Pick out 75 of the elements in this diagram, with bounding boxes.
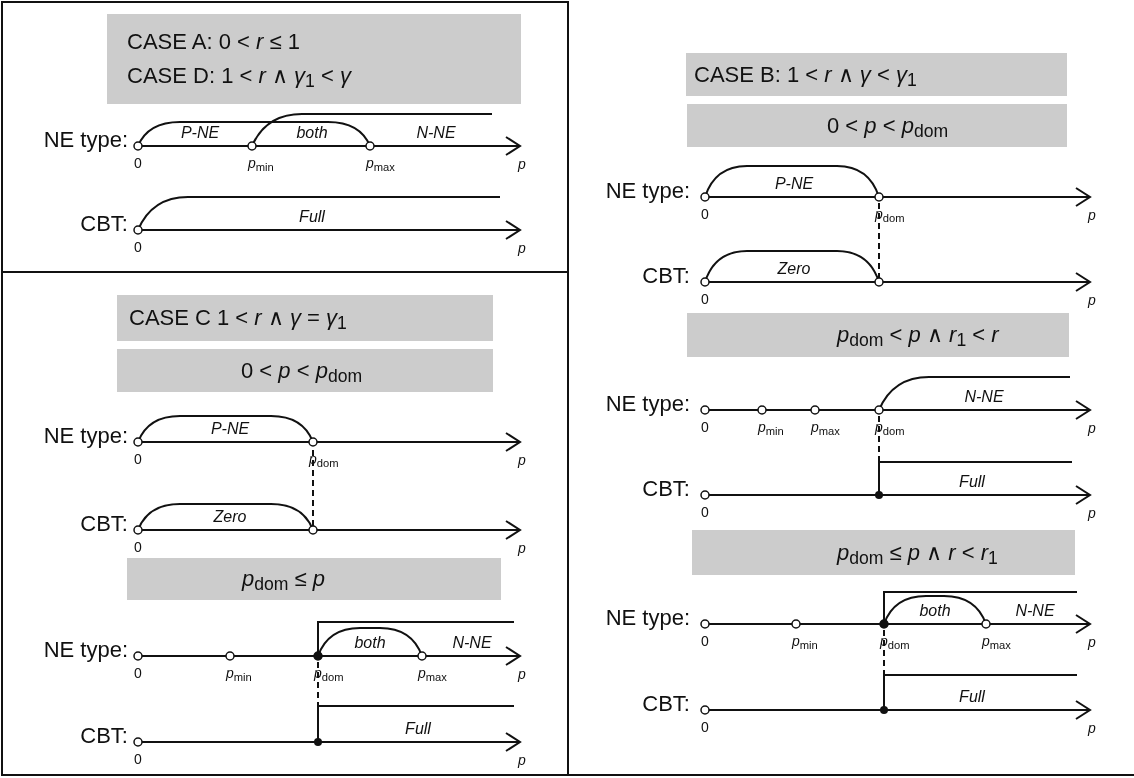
condition-text: p$_{dom}$ < p ∧ r$_{1}$ < r — [837, 321, 999, 352]
row-label: NE type: — [43, 639, 128, 661]
condition-band — [127, 558, 501, 600]
row-label: CBT: — [80, 513, 128, 535]
tick-label: p$_{min}$ — [792, 634, 818, 648]
region-label: Full — [299, 209, 325, 225]
row-label: CBT: — [80, 213, 128, 235]
tick-label: p$_{min}$ — [226, 666, 252, 680]
row-label: CBT: — [642, 693, 690, 715]
condition-band — [687, 313, 1069, 357]
axis-label: p — [1088, 506, 1096, 520]
condition-band — [687, 104, 1067, 147]
region-label: Zero — [777, 261, 811, 277]
condition-text: CASE C 1 < r ∧ γ = γ$_{1}$ — [129, 304, 347, 335]
condition-text: CASE A: 0 < r ≤ 1 — [127, 28, 300, 56]
region-label: both — [354, 635, 386, 651]
row-label: CBT: — [642, 265, 690, 287]
axis-label: p — [1088, 208, 1096, 222]
region-label: N-NE — [964, 389, 1004, 405]
region-label: N-NE — [1015, 603, 1055, 619]
region-label: P-NE — [210, 421, 250, 437]
axis-label: p — [1088, 421, 1096, 435]
axis-label: p — [1088, 635, 1096, 649]
condition-text: p$_{dom}$ ≤ p — [242, 565, 326, 596]
axis-label: p — [518, 541, 526, 555]
tick-label: 0 — [701, 207, 709, 221]
condition-band — [692, 530, 1075, 575]
tick-label: 0 — [134, 752, 142, 766]
condition-band — [686, 53, 1067, 96]
region-label: N-NE — [452, 635, 492, 651]
condition-band — [117, 349, 493, 392]
tick-label: 0 — [134, 452, 142, 466]
tick-label: 0 — [134, 240, 142, 254]
axis-label: p — [518, 753, 526, 767]
tick-label: p$_{min}$ — [248, 156, 274, 170]
region-label: N-NE — [416, 125, 456, 141]
tick-label: 0 — [701, 505, 709, 519]
condition-text: p$_{dom}$ ≤ p ∧ r < r$_{1}$ — [837, 538, 998, 570]
axis-label: p — [518, 453, 526, 467]
region-label: P-NE — [774, 176, 814, 192]
axis-label: p — [518, 157, 526, 171]
condition-text: CASE B: 1 < r ∧ γ < γ$_{1}$ — [694, 60, 917, 92]
row-label: NE type: — [605, 180, 690, 202]
condition-band — [107, 14, 521, 104]
row-label: NE type: — [605, 607, 690, 629]
tick-label: 0 — [134, 156, 142, 170]
region-label: Zero — [213, 509, 247, 525]
region-label: P-NE — [180, 125, 220, 141]
region-label: Full — [405, 721, 431, 737]
tick-label: p$_{max}$ — [366, 156, 395, 170]
row-label: NE type: — [605, 393, 690, 415]
axis-label: p — [518, 667, 526, 681]
axis-label: p — [1088, 721, 1096, 735]
region-label: both — [919, 603, 951, 619]
axis-label: p — [1088, 293, 1096, 307]
row-label: NE type: — [43, 129, 128, 151]
tick-label: p$_{max}$ — [811, 420, 840, 434]
tick-label: 0 — [701, 634, 709, 648]
tick-label: 0 — [701, 420, 709, 434]
tick-label: p$_{max}$ — [982, 634, 1011, 648]
region-label: Full — [959, 474, 985, 490]
row-label: CBT: — [642, 478, 690, 500]
tick-label: 0 — [701, 720, 709, 734]
region-label: both — [296, 125, 328, 141]
region-label: Full — [959, 689, 985, 705]
condition-text: 0 < p < p$_{dom}$ — [241, 356, 363, 388]
condition-text: CASE D: 1 < r ∧ γ$_{1}$ < γ — [127, 62, 351, 93]
row-label: NE type: — [43, 425, 128, 447]
axis-label: p — [518, 241, 526, 255]
row-label: CBT: — [80, 725, 128, 747]
tick-label: 0 — [134, 666, 142, 680]
tick-label: p$_{min}$ — [758, 420, 784, 434]
tick-label: p$_{max}$ — [418, 666, 447, 680]
condition-band — [117, 295, 493, 341]
condition-text: 0 < p < p$_{dom}$ — [827, 111, 949, 143]
